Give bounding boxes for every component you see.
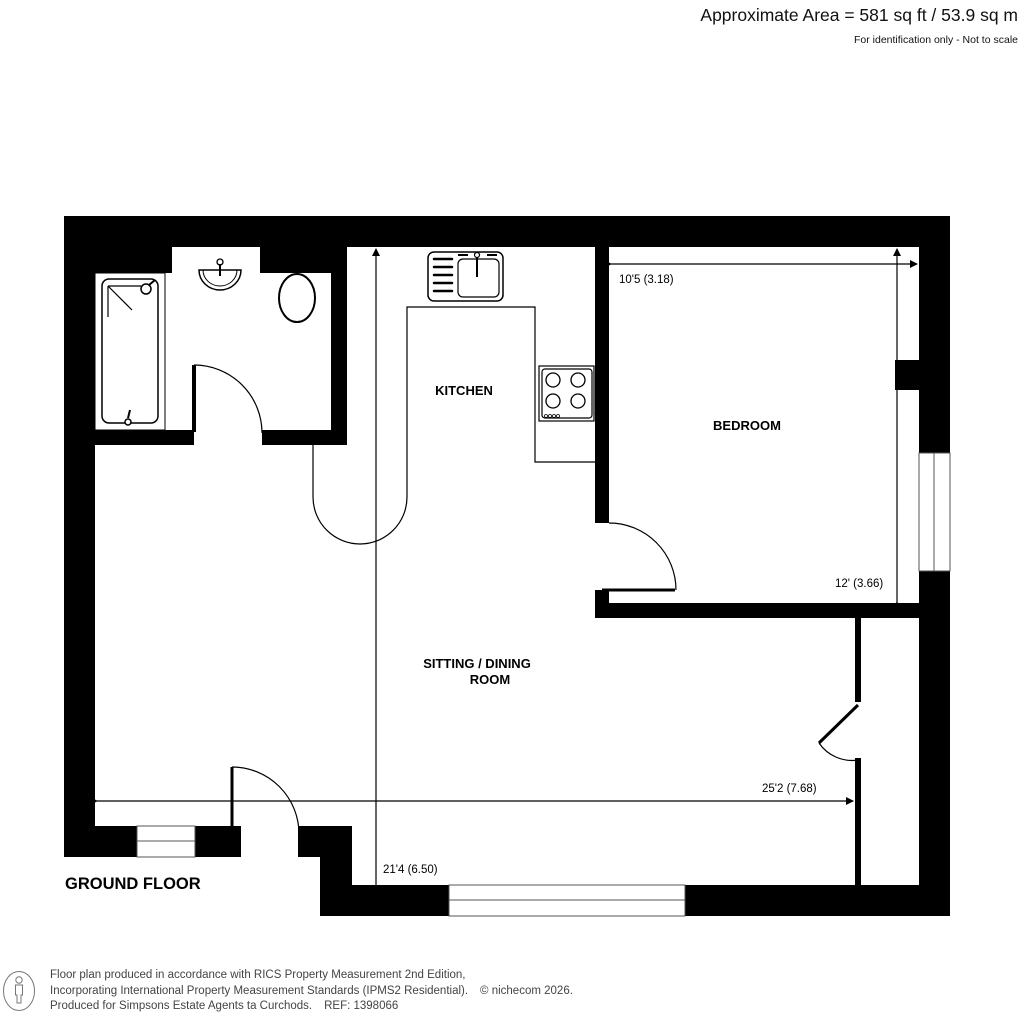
bedroom-wall-bottom (595, 603, 919, 618)
basin-recess (172, 247, 260, 273)
person-info-icon (3, 971, 35, 1011)
kitchen-sink-icon (427, 251, 504, 302)
bedroom-door-swing (608, 522, 677, 591)
room-label-kitchen: KITCHEN (435, 383, 493, 398)
footer-line-3: Produced for Simpsons Estate Agents ta C… (50, 999, 573, 1015)
bathroom-wall-right (331, 247, 347, 445)
cupboard-wall-lower (855, 758, 861, 885)
bath-surround (94, 272, 166, 431)
dimension-bedroom-width: 10'5 (3.18) (619, 274, 674, 286)
room-label-bedroom: BEDROOM (713, 418, 781, 433)
footer-line-3-text: Produced for Simpsons Estate Agents ta C… (50, 1000, 313, 1012)
footer-line-2: Incorporating International Property Mea… (50, 984, 573, 1000)
copyright: © nichecom 2026. (480, 984, 573, 997)
cupboard-wall-upper (855, 618, 861, 702)
entrance-door-swing (231, 766, 300, 835)
approximate-area-title: Approximate Area = 581 sq ft / 53.9 sq m (700, 5, 1018, 25)
wall-left (64, 216, 95, 857)
footer-line-2-text: Incorporating International Property Mea… (50, 984, 469, 997)
dimension-sitting-depth: 21'4 (6.50) (383, 864, 438, 876)
bathroom-wall-bottom-left (95, 430, 194, 445)
doors (192, 306, 860, 843)
shower-head (140, 283, 152, 295)
bathroom-door-swing (193, 364, 263, 434)
bath-icon (94, 272, 166, 431)
footer: Floor plan produced in accordance with R… (0, 966, 700, 1016)
toilet-icon (270, 271, 324, 323)
cupboard-door-leaf (817, 703, 860, 745)
windows (136, 452, 951, 917)
wash-basin-icon (198, 258, 242, 291)
area-header: Approximate Area = 581 sq ft / 53.9 sq m… (700, 4, 1018, 46)
bath-tap (124, 418, 132, 426)
dimension-sitting-width: 25'2 (7.68) (762, 783, 817, 795)
footer-text: Floor plan produced in accordance with R… (50, 968, 573, 1015)
hob-icon (538, 365, 595, 422)
wall-top (64, 216, 950, 247)
room-label-sitting-dining-line1: SITTING / DINING (423, 656, 531, 671)
bedroom-wall-left-upper (595, 247, 609, 523)
room-label-sitting-dining-line2: ROOM (470, 672, 510, 687)
bathroom-wall-bottom-right (262, 430, 347, 445)
cupboard-door-swing (818, 742, 859, 762)
kitchen-counter-outline (312, 306, 595, 545)
floor-name-label: GROUND FLOOR (65, 875, 201, 893)
bedroom-wall-nib (895, 360, 919, 390)
bathroom-wall-top-left (95, 247, 172, 273)
footer-line-1: Floor plan produced in accordance with R… (50, 969, 466, 981)
dimension-lines (90, 248, 918, 893)
wall-step-vertical (320, 826, 352, 916)
reference-number: REF: 1398066 (324, 1000, 399, 1012)
walls (64, 216, 950, 916)
dimension-bedroom-depth: 12' (3.66) (835, 578, 883, 590)
not-to-scale-note: For identification only - Not to scale (854, 34, 1018, 46)
